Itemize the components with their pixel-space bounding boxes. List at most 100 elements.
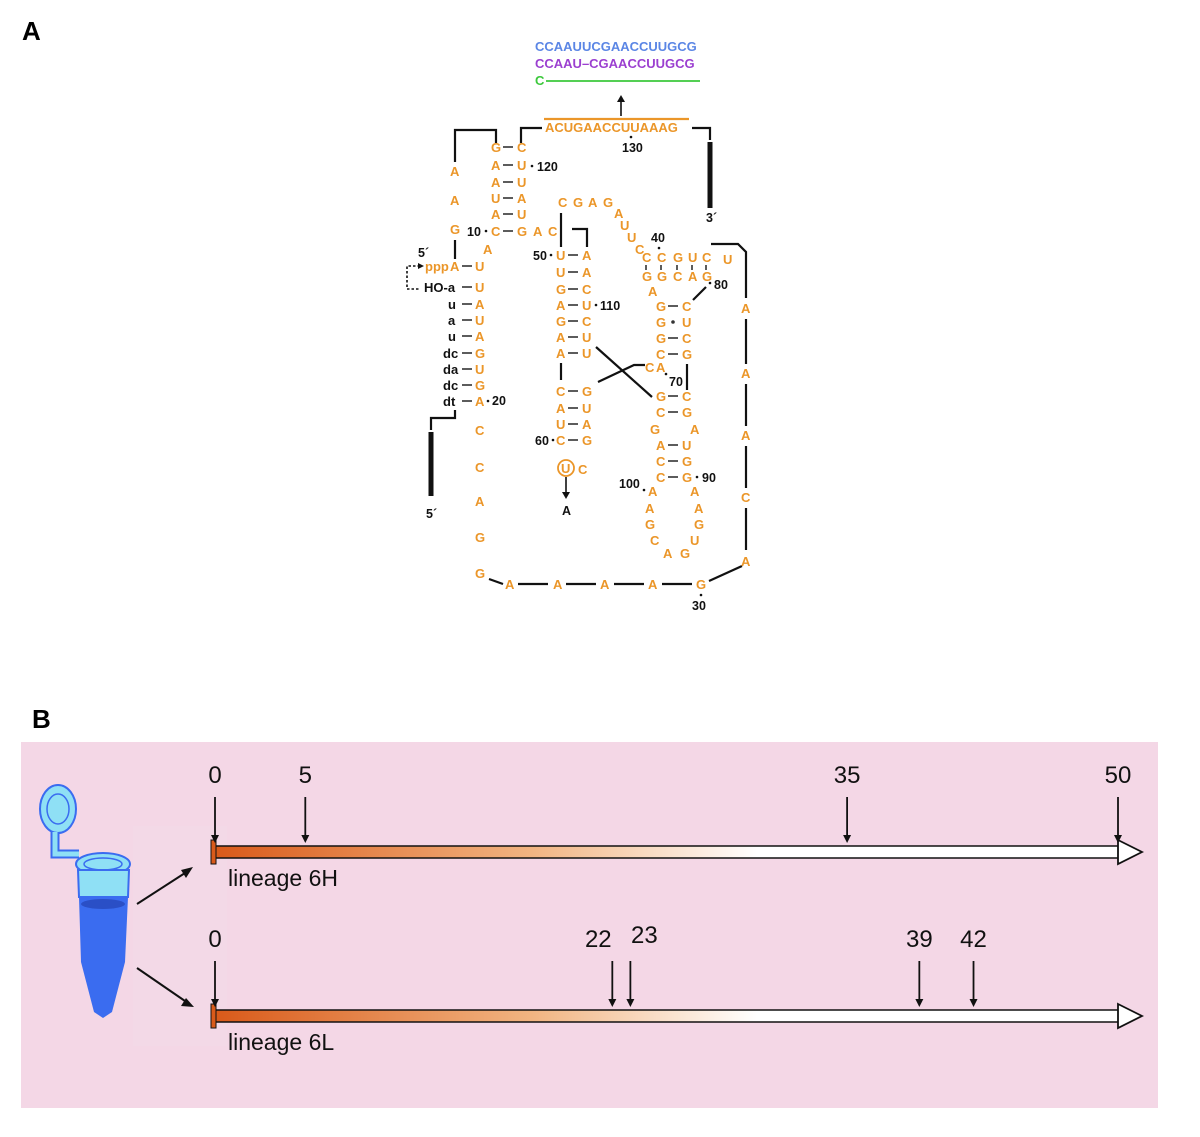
svg-text:G: G bbox=[475, 378, 485, 393]
svg-text:U: U bbox=[517, 175, 526, 190]
svg-text:G: G bbox=[682, 405, 692, 420]
panel-b-label: B bbox=[32, 704, 51, 734]
timepoint-label: 0 bbox=[208, 762, 221, 789]
lineage-label: lineage 6H bbox=[228, 865, 338, 891]
pos-dot-40 bbox=[657, 246, 661, 250]
svg-text:U: U bbox=[582, 346, 591, 361]
mutation-arrow-head bbox=[562, 492, 570, 499]
svg-text:C: C bbox=[682, 389, 692, 404]
svg-text:A: A bbox=[741, 554, 751, 569]
timepoint-arrow-head bbox=[915, 999, 924, 1007]
helix-p4-pairs bbox=[645, 265, 707, 270]
svg-text:C: C bbox=[656, 454, 666, 469]
backbone bbox=[692, 286, 707, 301]
svg-text:u: u bbox=[448, 297, 456, 312]
pos-dot-120 bbox=[530, 164, 534, 168]
lineage-start-bar bbox=[210, 839, 217, 865]
svg-text:A: A bbox=[491, 158, 501, 173]
lineage-arrow-shaft bbox=[214, 845, 1120, 859]
svg-text:G: G bbox=[673, 250, 683, 265]
position-100: 100 bbox=[619, 477, 640, 491]
svg-text:G: G bbox=[645, 517, 655, 532]
svg-text:U: U bbox=[556, 417, 565, 432]
timepoint-label: 39 bbox=[906, 926, 933, 953]
pos-dot-80 bbox=[708, 281, 712, 285]
svg-text:dt: dt bbox=[443, 394, 456, 409]
svg-text:A: A bbox=[690, 484, 700, 499]
svg-text:G: G bbox=[603, 195, 613, 210]
svg-text:G: G bbox=[556, 314, 566, 329]
timepoint-arrow-head bbox=[608, 999, 617, 1007]
svg-text:A: A bbox=[475, 394, 485, 409]
position-60: 60 bbox=[535, 434, 549, 448]
svg-text:A: A bbox=[741, 428, 751, 443]
position-110: 110 bbox=[600, 299, 620, 313]
position-30: 30 bbox=[692, 599, 706, 613]
svg-text:C: C bbox=[673, 269, 683, 284]
pseudoknot-link bbox=[597, 363, 645, 383]
svg-text:G: G bbox=[656, 315, 666, 330]
nt: A bbox=[450, 164, 460, 179]
svg-text:C: C bbox=[656, 347, 666, 362]
svg-text:A: A bbox=[645, 501, 655, 516]
svg-text:U: U bbox=[475, 259, 484, 274]
position-50: 50 bbox=[533, 249, 547, 263]
backbone bbox=[488, 577, 504, 586]
svg-text:G: G bbox=[650, 422, 660, 437]
svg-text:A: A bbox=[690, 422, 700, 437]
svg-text:G: G bbox=[696, 577, 706, 592]
p2-helix-right: UUA UAG UGA bbox=[475, 259, 485, 409]
helix-p1-pairs bbox=[503, 146, 513, 232]
svg-text:A: A bbox=[582, 248, 592, 263]
svg-text:U: U bbox=[475, 362, 484, 377]
ligation-arrow-head bbox=[418, 263, 424, 269]
svg-text:U: U bbox=[682, 315, 691, 330]
svg-text:A: A bbox=[663, 546, 673, 561]
pos-dot-50 bbox=[549, 253, 553, 257]
timepoint-arrow-head bbox=[1114, 835, 1122, 843]
extension-arrow-head bbox=[617, 95, 625, 102]
timepoint-label: 23 bbox=[631, 922, 658, 949]
lineage-label: lineage 6L bbox=[228, 1029, 334, 1055]
svg-text:C: C bbox=[642, 250, 652, 265]
svg-text:A: A bbox=[491, 175, 501, 190]
lineage-arrow-shaft bbox=[214, 1009, 1120, 1023]
svg-text:C: C bbox=[682, 331, 692, 346]
svg-text:A: A bbox=[656, 438, 666, 453]
svg-text:G: G bbox=[656, 331, 666, 346]
svg-text:A: A bbox=[582, 417, 592, 432]
svg-text:A: A bbox=[556, 346, 566, 361]
svg-text:G: G bbox=[682, 454, 692, 469]
svg-text:A: A bbox=[491, 207, 501, 222]
svg-text:C: C bbox=[582, 314, 592, 329]
svg-text:C: C bbox=[657, 250, 667, 265]
pos-dot-70 bbox=[664, 372, 668, 376]
product-line-2: CCAAU–CGAACCUUGCG bbox=[535, 56, 695, 71]
svg-text:A: A bbox=[556, 298, 566, 313]
svg-text:G: G bbox=[657, 269, 667, 284]
branch-arrow-upper bbox=[136, 872, 186, 905]
svg-text:u: u bbox=[448, 329, 456, 344]
svg-text:C: C bbox=[741, 490, 751, 505]
svg-text:U: U bbox=[582, 298, 591, 313]
svg-text:A: A bbox=[588, 195, 598, 210]
svg-text:G: G bbox=[656, 389, 666, 404]
svg-text:C: C bbox=[556, 433, 566, 448]
svg-text:A: A bbox=[600, 577, 610, 592]
svg-text:A: A bbox=[533, 224, 543, 239]
svg-text:G: G bbox=[656, 299, 666, 314]
timepoint-arrow-head bbox=[626, 999, 635, 1007]
prime-5-bottom: 5´ bbox=[426, 507, 437, 521]
svg-text:A: A bbox=[475, 329, 485, 344]
svg-text:C: C bbox=[656, 405, 666, 420]
svg-text:U: U bbox=[517, 158, 526, 173]
substrate-strand: HO-a u a u dc da dc dt bbox=[424, 280, 459, 409]
product-line-3: C bbox=[535, 73, 545, 88]
svg-text:A: A bbox=[556, 330, 566, 345]
svg-text:U: U bbox=[582, 401, 591, 416]
backbone bbox=[572, 227, 589, 247]
svg-text:A: A bbox=[553, 577, 563, 592]
